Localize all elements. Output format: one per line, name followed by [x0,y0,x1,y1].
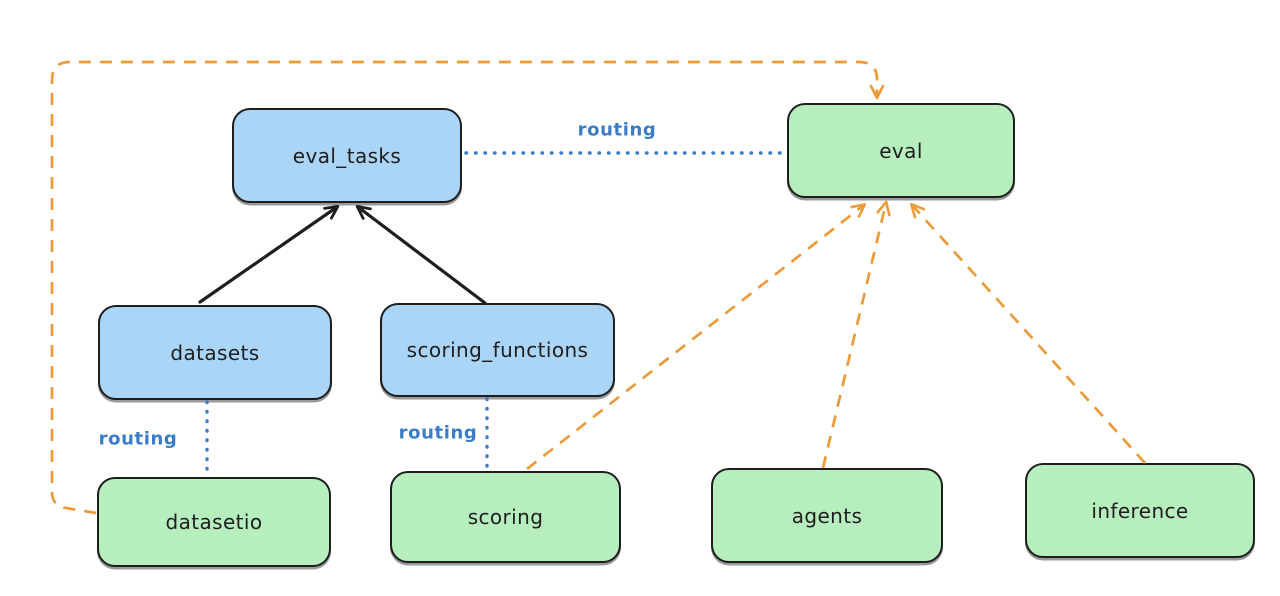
node-inference[interactable]: inference [1025,463,1255,558]
node-eval-tasks[interactable]: eval_tasks [232,108,462,203]
routing-label-datasets-datasetio: routing [98,428,178,450]
node-inference-label: inference [1091,498,1189,523]
node-datasetio-label: datasetio [165,510,263,534]
node-scoring-functions[interactable]: scoring_functions [380,303,615,397]
node-scoring-label: scoring [467,505,544,529]
node-eval[interactable]: eval [787,103,1015,198]
node-scoring[interactable]: scoring [390,471,621,563]
edge-agents-to-eval [821,200,891,469]
edge-scoring_functions-to-eval_tasks [355,204,487,305]
node-agents-label: agents [791,503,863,528]
edge-inference-to-eval [910,202,1147,464]
node-datasets[interactable]: datasets [98,305,332,400]
node-datasets-label: datasets [170,340,260,365]
routing-label-eval-tasks-eval: routing [577,119,657,141]
node-agents[interactable]: agents [711,468,943,563]
node-scoring-functions-label: scoring_functions [406,338,589,362]
edge-datasets-to-eval_tasks [198,205,340,304]
node-eval-tasks-label: eval_tasks [292,143,402,168]
routing-label-scoring-functions-scoring: routing [398,422,478,444]
node-eval-label: eval [879,138,923,163]
node-datasetio[interactable]: datasetio [97,477,331,567]
